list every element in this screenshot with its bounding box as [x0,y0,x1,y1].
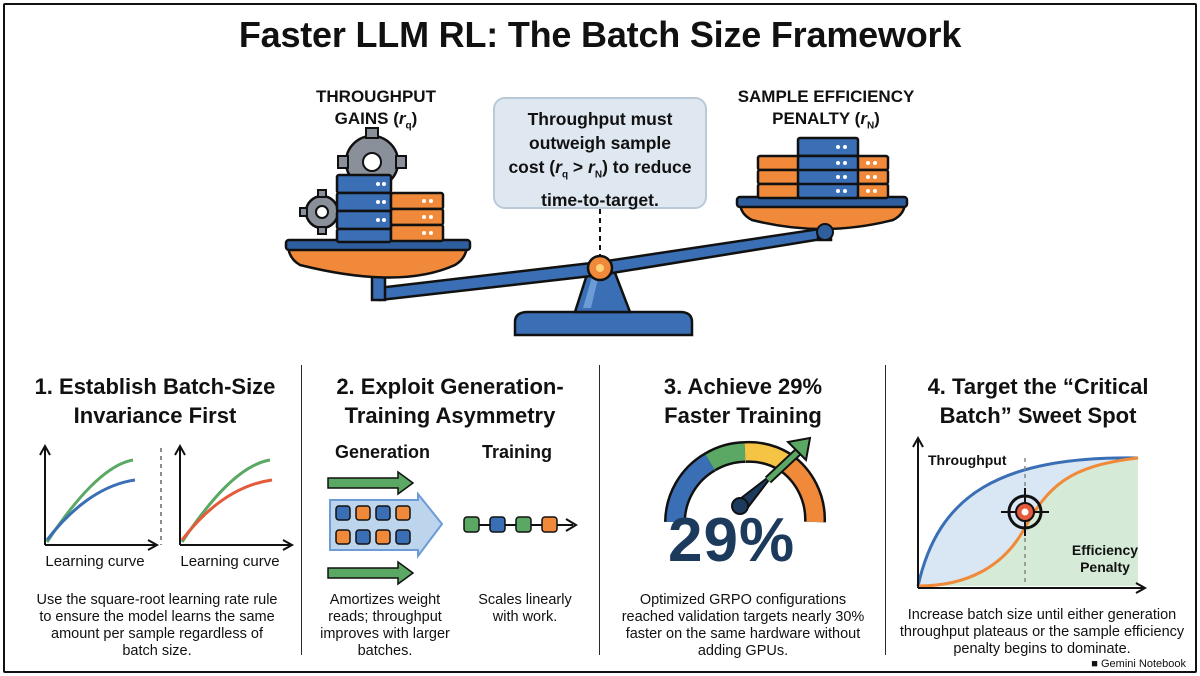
page-title: Faster LLM RL: The Batch Size Framework [238,14,962,55]
learning-curve-label: Learning curve [45,553,145,570]
penalty-curve [917,456,1139,588]
speedometer-gauge-icon [664,436,827,523]
server-stack-icon [756,136,890,200]
generation-training-illustration [327,470,578,586]
gear-icon [299,189,345,235]
curve-green [180,458,271,543]
training-label: Training [482,442,553,462]
outer-frame [3,3,1197,673]
callout-text: Throughput must outweigh sample cost (rq… [508,109,692,210]
column-divider [301,365,302,655]
left-pan [286,242,469,279]
throughput-gains-label: THROUGHPUT GAINS (rq) [316,87,436,132]
scale-base [513,310,694,337]
column-divider [885,365,886,655]
column-2-heading: 2. Exploit Generation-Training Asymmetry [336,374,564,428]
brand-logo-icon: ■ [1091,658,1101,670]
column-divider [599,365,600,655]
target-icon [1001,488,1049,536]
generation-label: Generation [335,442,431,462]
brand-watermark: ■ Gemini Notebook [1091,658,1186,670]
curve-orange [180,478,273,541]
learning-curve-label: Learning curve [180,553,280,570]
column-1-description: Use the square-root learning rate rule t… [36,592,278,659]
training-description: Scales linearly with work. [478,592,572,625]
column-3-description: Optimized GRPO configurations reached va… [621,592,865,659]
server-stack-icon [335,173,445,244]
learning-curves-illustration [39,443,295,551]
sample-efficiency-penalty-label: SAMPLE EFFICIENCY PENALTY (rN) [737,87,915,132]
column-4-description: Increase batch size until either generat… [899,607,1185,657]
generation-arrow [329,491,444,559]
speedup-number: 29% [668,506,796,575]
generation-description: Amortizes weight reads; throughput impro… [320,592,450,659]
critical-batch-chart [912,435,1148,594]
column-3-heading: 3. Achieve 29%Faster Training [663,374,823,428]
callout-box: Throughput must outweigh sample cost (rq… [493,97,707,210]
throughput-curve [916,456,1139,587]
throughput-axis-label: Throughput [928,452,1007,468]
curve-blue [45,478,136,541]
curve-green [45,458,134,543]
